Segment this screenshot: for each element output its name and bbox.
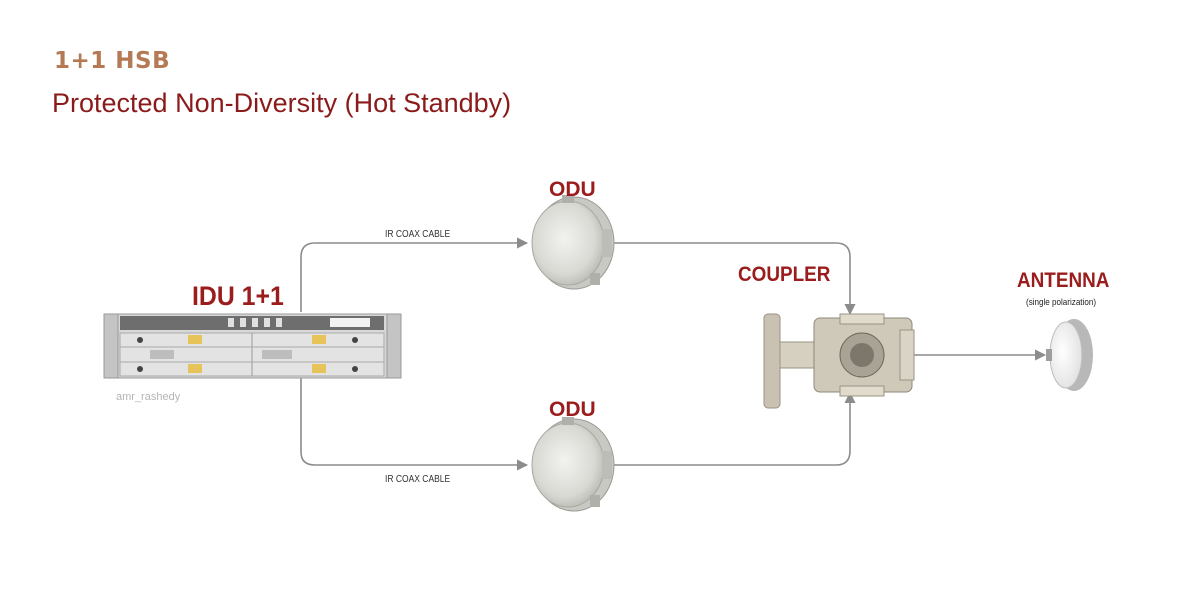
odu-bottom-label: ODU — [549, 398, 596, 421]
config-tag: 1+1 HSB — [54, 48, 171, 74]
connection-lines — [300, 237, 1047, 471]
antenna-label: ANTENNA — [1017, 269, 1110, 292]
idu-to-odu-top-line — [300, 237, 529, 312]
cable-top-label: IR COAX CABLE — [385, 229, 451, 240]
idu-label: IDU 1+1 — [192, 281, 284, 311]
odu-radio-icon — [531, 195, 615, 290]
odu-bottom-to-coupler-line — [612, 391, 856, 466]
odu-top-to-coupler-line — [612, 242, 856, 316]
coupler-icon — [763, 313, 915, 409]
diagram-title: Protected Non-Diversity (Hot Standby) — [52, 88, 512, 118]
odu-radio-icon — [531, 417, 615, 512]
dish-antenna-icon — [1046, 319, 1093, 391]
antenna-polarization-note: (single polarization) — [1026, 297, 1097, 308]
watermark: amr_rashedy — [116, 391, 181, 403]
idu-chassis-icon — [103, 313, 402, 379]
idu-to-odu-bottom-line — [300, 378, 529, 471]
coupler-label: COUPLER — [738, 263, 831, 286]
cable-bottom-label: IR COAX CABLE — [385, 474, 451, 485]
odu-top-label: ODU — [549, 178, 596, 201]
